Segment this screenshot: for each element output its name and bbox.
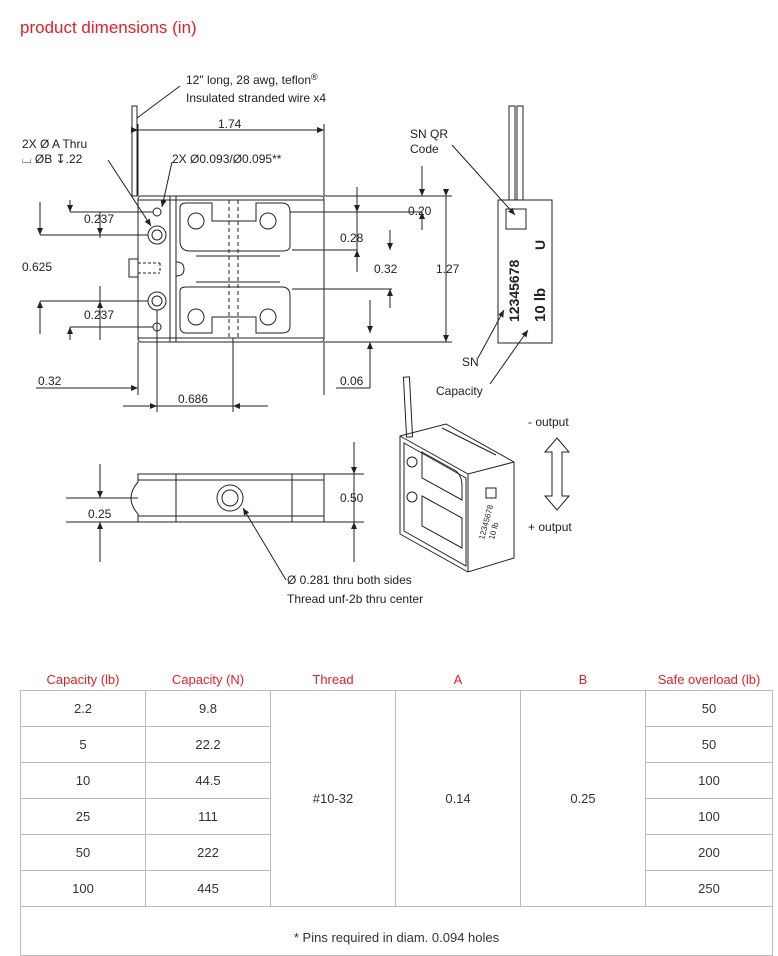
- sn-qr-label-line1: SN QR: [410, 127, 448, 141]
- iso-capacity-text: 10 lb: [487, 521, 500, 541]
- cell-safe-overload: 100: [645, 798, 773, 835]
- cell-safe-overload: 50: [645, 690, 773, 727]
- table-row: 2.2 9.8 #10-32 0.14 0.25 50: [20, 690, 773, 907]
- top-view-body: [137, 195, 325, 343]
- qr-square: [505, 208, 527, 230]
- dim-1-27: 1.27: [436, 262, 460, 276]
- header-thread: Thread: [312, 671, 354, 687]
- cell-capacity-lb: 5: [20, 726, 146, 763]
- header-safe-overload: Safe overload (lb): [657, 671, 761, 687]
- serial-number-text: 12345678: [506, 259, 522, 322]
- dim-0-06: 0.06: [340, 374, 364, 388]
- dim-0-50: 0.50: [340, 491, 364, 505]
- cell-capacity-n: 222: [145, 834, 271, 871]
- cell-capacity-n: 44.5: [145, 762, 271, 799]
- top-view: [36, 85, 452, 412]
- table-row: 5 22.2 50: [20, 726, 773, 763]
- cell-capacity-n: 111: [145, 798, 271, 835]
- table-row: 10 44.5 100: [20, 762, 773, 799]
- cell-capacity-lb: 2.2: [20, 690, 146, 727]
- cell-b: 0.25: [520, 690, 646, 907]
- sn-qr-label-line2: Code: [410, 142, 439, 156]
- cell-capacity-lb: 25: [20, 798, 146, 835]
- dim-0-20: 0.20: [408, 204, 432, 218]
- capacity-table: Capacity (lb) Capacity (N) Thread A B Sa…: [20, 668, 773, 956]
- cell-capacity-lb: 50: [20, 834, 146, 871]
- dimension-drawing: 12" long, 28 awg, teflon® Insulated stra…: [22, 72, 572, 606]
- minus-output-label: - output: [528, 415, 569, 429]
- header-capacity-n: Capacity (N): [171, 671, 245, 687]
- front-view-body: [130, 473, 325, 523]
- sn-label: SN: [462, 355, 479, 369]
- cell-capacity-lb: 10: [20, 762, 146, 799]
- plus-output-label: + output: [528, 520, 572, 534]
- dim-0-32-left: 0.32: [38, 374, 62, 388]
- wire-note-line1: 12" long, 28 awg, teflon®: [186, 72, 318, 87]
- cell-safe-overload: 100: [645, 762, 773, 799]
- dim-0-32-right: 0.32: [374, 262, 398, 276]
- cell-safe-overload: 50: [645, 726, 773, 763]
- dim-1-74: 1.74: [218, 117, 242, 131]
- cell-safe-overload: 250: [645, 870, 773, 907]
- cell-a: 0.14: [395, 690, 521, 907]
- dim-0-625: 0.625: [22, 260, 52, 274]
- dim-0-686: 0.686: [178, 392, 208, 406]
- header-capacity-lb: Capacity (lb): [46, 671, 120, 687]
- dim-0-28: 0.28: [340, 231, 364, 245]
- wire-note-line2: Insulated stranded wire x4: [186, 91, 326, 105]
- hole-note-line2: ⌴ ØB ↧.22: [22, 152, 83, 166]
- side-view: [451, 105, 553, 385]
- isometric-view: [399, 376, 515, 573]
- side-view-body: [497, 199, 553, 344]
- table-footnote-row: * Pins required in diam. 0.094 holes: [20, 906, 773, 956]
- hole-note-line1: 2X Ø A Thru: [22, 137, 87, 151]
- cell-capacity-lb: 100: [20, 870, 146, 907]
- dim-0-25: 0.25: [88, 507, 112, 521]
- table-row: 25 111 100: [20, 798, 773, 835]
- cell-thread: #10-32: [270, 690, 396, 907]
- header-b: B: [578, 671, 588, 687]
- header-a: A: [453, 671, 463, 687]
- cell-capacity-n: 445: [145, 870, 271, 907]
- dim-0-237-top: 0.237: [84, 212, 114, 226]
- unit-letter-text: U: [532, 240, 548, 250]
- capacity-text: 10 lb: [532, 288, 549, 322]
- output-arrow-icon: [543, 437, 571, 511]
- front-view: [66, 442, 364, 581]
- cell-capacity-n: 22.2: [145, 726, 271, 763]
- pin-note: 2X Ø0.093/Ø0.095**: [172, 152, 282, 166]
- thru-note-line2: Thread unf-2b thru center: [287, 592, 423, 606]
- cell-safe-overload: 200: [645, 834, 773, 871]
- table-row: 100 445 250: [20, 870, 773, 907]
- capacity-label: Capacity: [436, 384, 483, 398]
- cell-capacity-n: 9.8: [145, 690, 271, 727]
- page-title: product dimensions (in): [20, 18, 197, 37]
- dim-0-237-bottom: 0.237: [84, 308, 114, 322]
- table-header-row: Capacity (lb) Capacity (N) Thread A B Sa…: [21, 668, 773, 691]
- thru-note-line1: Ø 0.281 thru both sides: [287, 573, 412, 587]
- table-footnote: * Pins required in diam. 0.094 holes: [20, 906, 773, 956]
